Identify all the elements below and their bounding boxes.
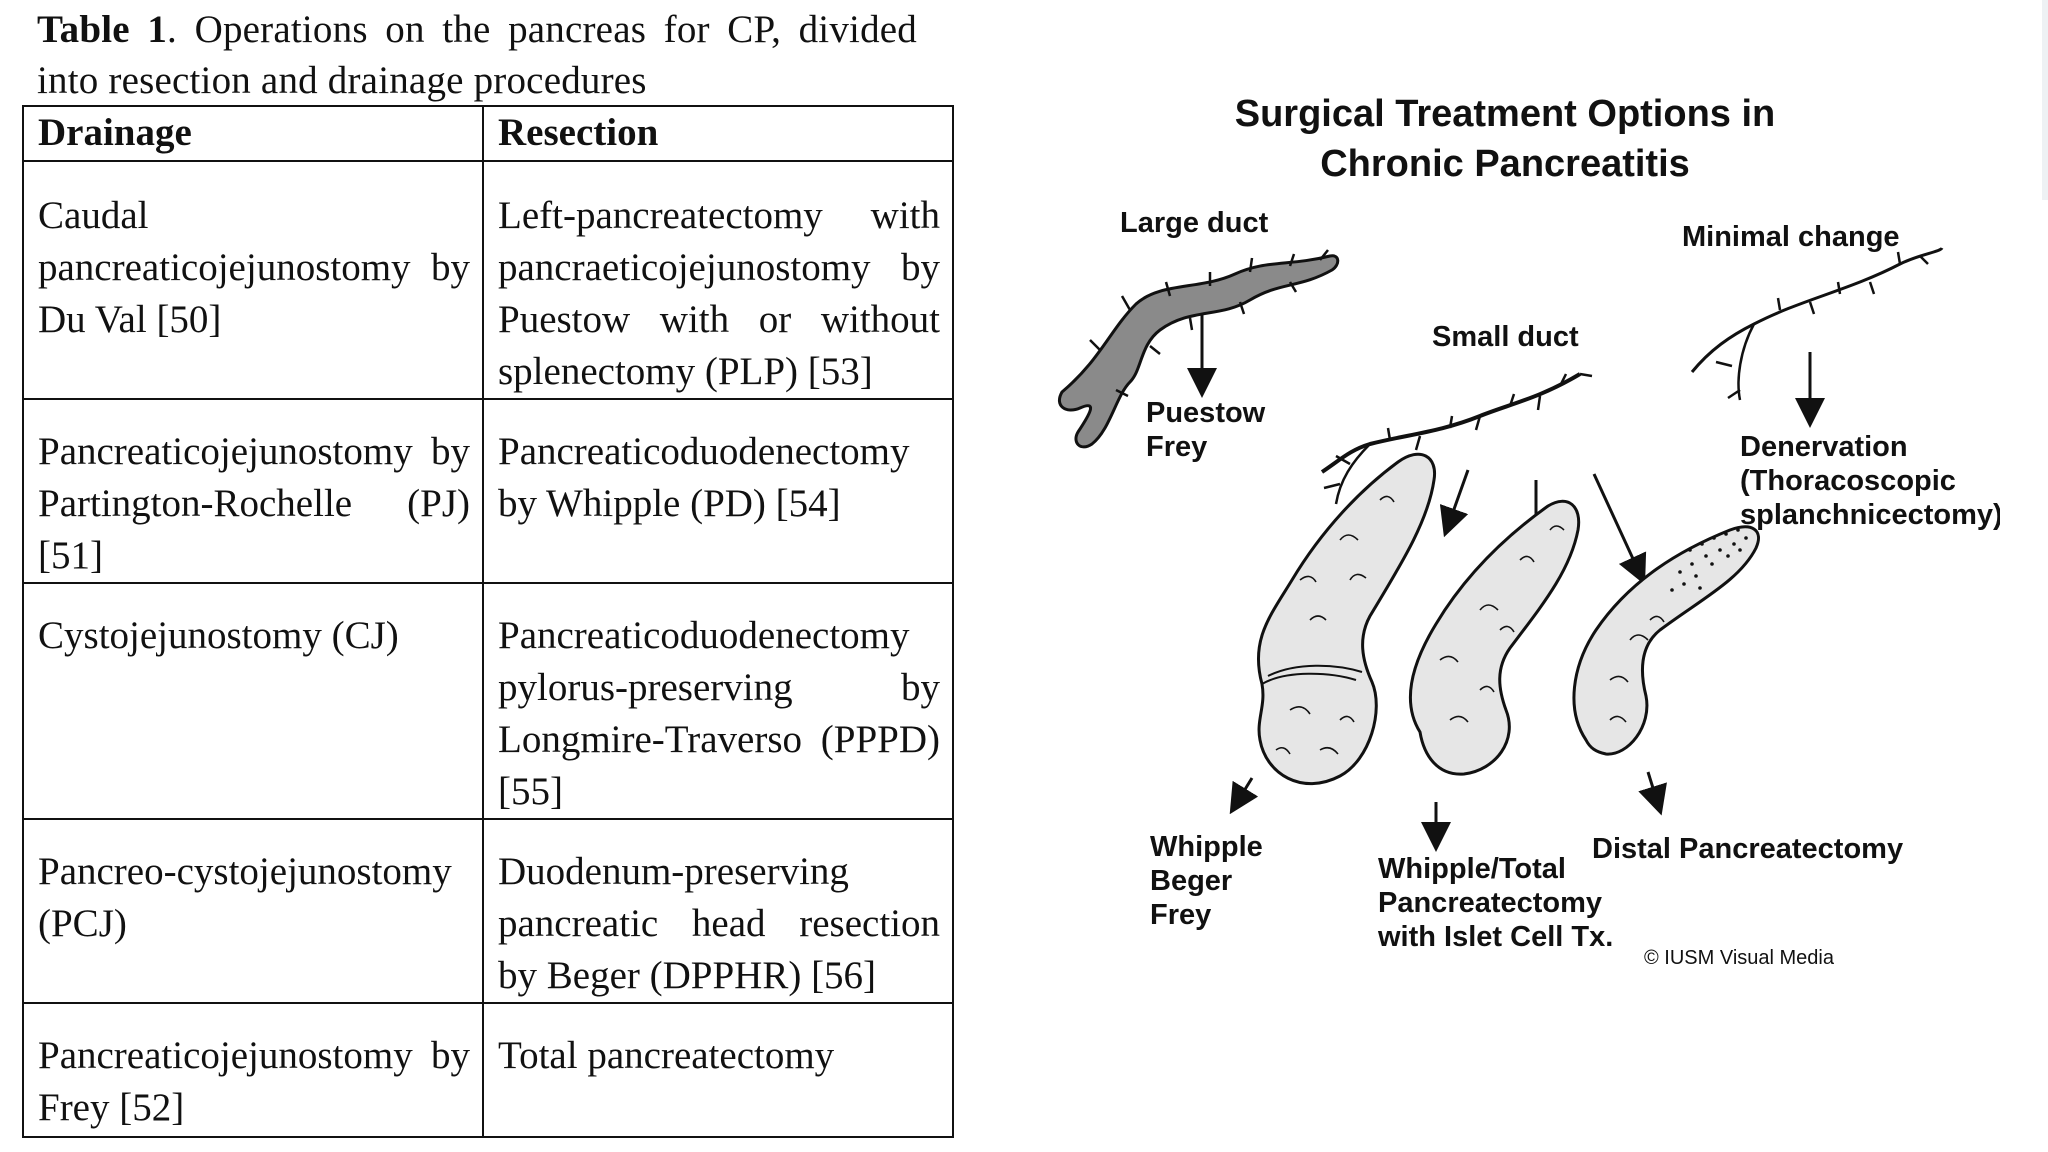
page-edge	[2042, 0, 2048, 200]
resection-cell: Total pancreatectomy	[482, 1002, 954, 1138]
table-caption: Table 1. Operations on the pancreas for …	[37, 4, 917, 106]
resection-cell: Duodenum-preserving pancreatic head rese…	[482, 818, 954, 1004]
header-resection: Resection	[482, 105, 954, 162]
label-frey-2: Frey	[1150, 899, 1211, 931]
caption-lead: Table 1	[37, 8, 168, 51]
label-thoracoscopic: (Thoracoscopic	[1740, 465, 1956, 497]
figure-title-line1: Surgical Treatment Options in	[1235, 93, 1776, 135]
table-row: Caudal pancreaticojejunostomy by Du Val …	[22, 160, 954, 400]
label-large-duct: Large duct	[1120, 207, 1269, 239]
pancreas-head-illustration	[1229, 452, 1437, 815]
drainage-cell: Pancreaticojejunostomy by Frey [52]	[22, 1002, 484, 1138]
small-duct-illustration	[1320, 372, 1647, 585]
label-islet: with Islet Cell Tx.	[1377, 921, 1613, 953]
label-whipple-total: Whipple/Total	[1378, 853, 1566, 885]
resection-cell: Pancreaticoduodenectomy by Whipple (PD) …	[482, 398, 954, 584]
large-duct-illustration	[1057, 249, 1340, 449]
table-row: Cystojejunostomy (CJ) Pancreaticoduodene…	[22, 582, 954, 820]
label-whipple: Whipple	[1150, 831, 1263, 863]
label-beger: Beger	[1150, 865, 1232, 897]
table-row: Pancreaticojejunostomy by Frey [52] Tota…	[22, 1002, 954, 1138]
resection-cell: Pancreaticoduodenectomy pylorus-preservi…	[482, 582, 954, 820]
minimal-change-illustration	[1690, 246, 1944, 428]
drainage-cell: Pancreo-cystojejunostomy (PCJ)	[22, 818, 484, 1004]
table-row: Pancreaticojejunostomy by Partington-Roc…	[22, 398, 954, 584]
pancreas-distal-illustration	[1572, 525, 1760, 816]
drainage-cell: Pancreaticojejunostomy by Partington-Roc…	[22, 398, 484, 584]
label-minimal-change: Minimal change	[1682, 221, 1900, 253]
figure-credit: © IUSM Visual Media	[1644, 947, 1835, 969]
label-small-duct: Small duct	[1432, 321, 1579, 353]
header-drainage: Drainage	[22, 105, 484, 162]
caption-line1: . Operations on the pancreas for CP, div…	[167, 8, 917, 51]
label-puestow: Puestow	[1146, 397, 1266, 429]
table-header-row: Drainage Resection	[22, 105, 954, 162]
pancreas-total-illustration	[1408, 499, 1581, 852]
label-denervation: Denervation	[1740, 431, 1908, 463]
drainage-cell: Cystojejunostomy (CJ)	[22, 582, 484, 820]
label-splanchnicectomy: splanchnicectomy)	[1740, 499, 2000, 531]
caption-line2: into resection and drainage procedures	[37, 59, 647, 102]
document-page: Table 1. Operations on the pancreas for …	[0, 0, 960, 1152]
figure-canvas: Surgical Treatment Options in Chronic Pa…	[1057, 93, 2000, 969]
figure-title-line2: Chronic Pancreatitis	[1320, 143, 1690, 185]
table-row: Pancreo-cystojejunostomy (PCJ) Duodenum-…	[22, 818, 954, 1004]
drainage-cell: Caudal pancreaticojejunostomy by Du Val …	[22, 160, 484, 400]
label-frey-1: Frey	[1146, 431, 1207, 463]
label-pancreatectomy: Pancreatectomy	[1378, 887, 1602, 919]
label-distal: Distal Pancreatectomy	[1592, 833, 1903, 865]
surgical-options-figure: Surgical Treatment Options in Chronic Pa…	[1040, 60, 2000, 1020]
operations-table: Drainage Resection Caudal pancreaticojej…	[22, 105, 954, 1138]
resection-cell: Left-pancreatectomy with pancraeticojeju…	[482, 160, 954, 400]
